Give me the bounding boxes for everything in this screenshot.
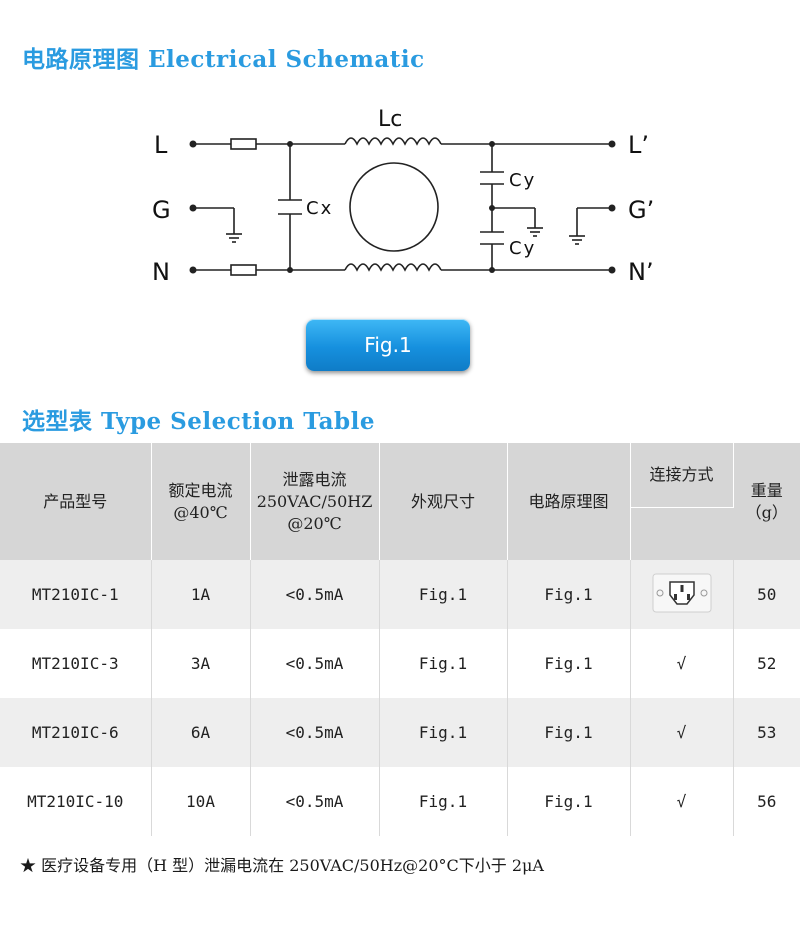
- cell-model: MT210IC-10: [0, 767, 152, 836]
- terminal-g-label: G: [152, 196, 171, 224]
- cell-connection: √: [630, 767, 734, 836]
- terminal-l-label: L: [154, 131, 168, 159]
- schematic-section-title: 电路原理图 Electrical Schematic: [22, 46, 425, 73]
- cell-current: 1A: [151, 560, 251, 629]
- header-connection: 连接方式: [630, 443, 734, 508]
- cell-current: 3A: [151, 629, 251, 698]
- capacitor-cy-top-label: Cy: [509, 170, 536, 191]
- cell-current: 6A: [151, 698, 251, 767]
- cell-model: MT210IC-1: [0, 560, 152, 629]
- terminal-g-out-label: G’: [628, 196, 654, 224]
- cell-leakage: <0.5mA: [250, 560, 380, 629]
- capacitor-cy-bottom-label: Cy: [509, 238, 536, 259]
- cell-dimensions: Fig.1: [379, 629, 508, 698]
- terminal-n-out-label: N’: [628, 258, 654, 286]
- cell-leakage: <0.5mA: [250, 629, 380, 698]
- cell-weight: 50: [733, 560, 800, 629]
- terminal-l-out-label: L’: [628, 131, 649, 159]
- header-connection-sub: [630, 507, 733, 560]
- header-model: 产品型号: [0, 443, 152, 560]
- cell-leakage: <0.5mA: [250, 698, 380, 767]
- header-dimensions: 外观尺寸: [379, 443, 508, 560]
- cell-schematic: Fig.1: [507, 629, 631, 698]
- table-row: MT210IC-1 1A <0.5mA Fig.1 Fig.1 50: [0, 560, 800, 629]
- terminal-n-label: N: [152, 258, 170, 286]
- header-rated-current: 额定电流 @40℃: [151, 443, 251, 560]
- cell-schematic: Fig.1: [507, 560, 631, 629]
- cell-current: 10A: [151, 767, 251, 836]
- table-section-title: 选型表 Type Selection Table: [22, 408, 376, 435]
- electrical-schematic: L G N L’ G’ N’ Lc Cx Cy Cy: [152, 107, 654, 286]
- iec-inlet-socket-icon: [652, 573, 711, 612]
- type-selection-table: 产品型号 额定电流 @40℃ 泄露电流 250VAC/50HZ @20℃ 外观尺…: [0, 443, 800, 836]
- cell-weight: 52: [733, 629, 800, 698]
- capacitor-cx-label: Cx: [306, 198, 333, 219]
- table-row: MT210IC-6 6A <0.5mA Fig.1 Fig.1 √ 53: [0, 698, 800, 767]
- header-schematic: 电路原理图: [507, 443, 631, 560]
- fig-1-button[interactable]: Fig.1: [306, 319, 470, 371]
- cell-dimensions: Fig.1: [379, 767, 508, 836]
- cell-schematic: Fig.1: [507, 767, 631, 836]
- table-row: MT210IC-10 10A <0.5mA Fig.1 Fig.1 √ 56: [0, 767, 800, 836]
- cell-connection: √: [630, 698, 734, 767]
- cell-schematic: Fig.1: [507, 698, 631, 767]
- cell-connection: √: [630, 629, 734, 698]
- footnote: ★ 医疗设备专用（H 型）泄漏电流在 250VAC/50Hz@20°C下小于 2…: [20, 856, 544, 875]
- cell-leakage: <0.5mA: [250, 767, 380, 836]
- header-weight: 重量 （g）: [733, 443, 800, 560]
- cell-model: MT210IC-3: [0, 629, 152, 698]
- cell-weight: 56: [733, 767, 800, 836]
- table-row: MT210IC-3 3A <0.5mA Fig.1 Fig.1 √ 52: [0, 629, 800, 698]
- cell-model: MT210IC-6: [0, 698, 152, 767]
- cell-connection: [630, 560, 734, 629]
- cell-dimensions: Fig.1: [379, 698, 508, 767]
- cell-dimensions: Fig.1: [379, 560, 508, 629]
- inductor-lc-label: Lc: [378, 107, 402, 132]
- header-leakage-current: 泄露电流 250VAC/50HZ @20℃: [250, 443, 380, 560]
- cell-weight: 53: [733, 698, 800, 767]
